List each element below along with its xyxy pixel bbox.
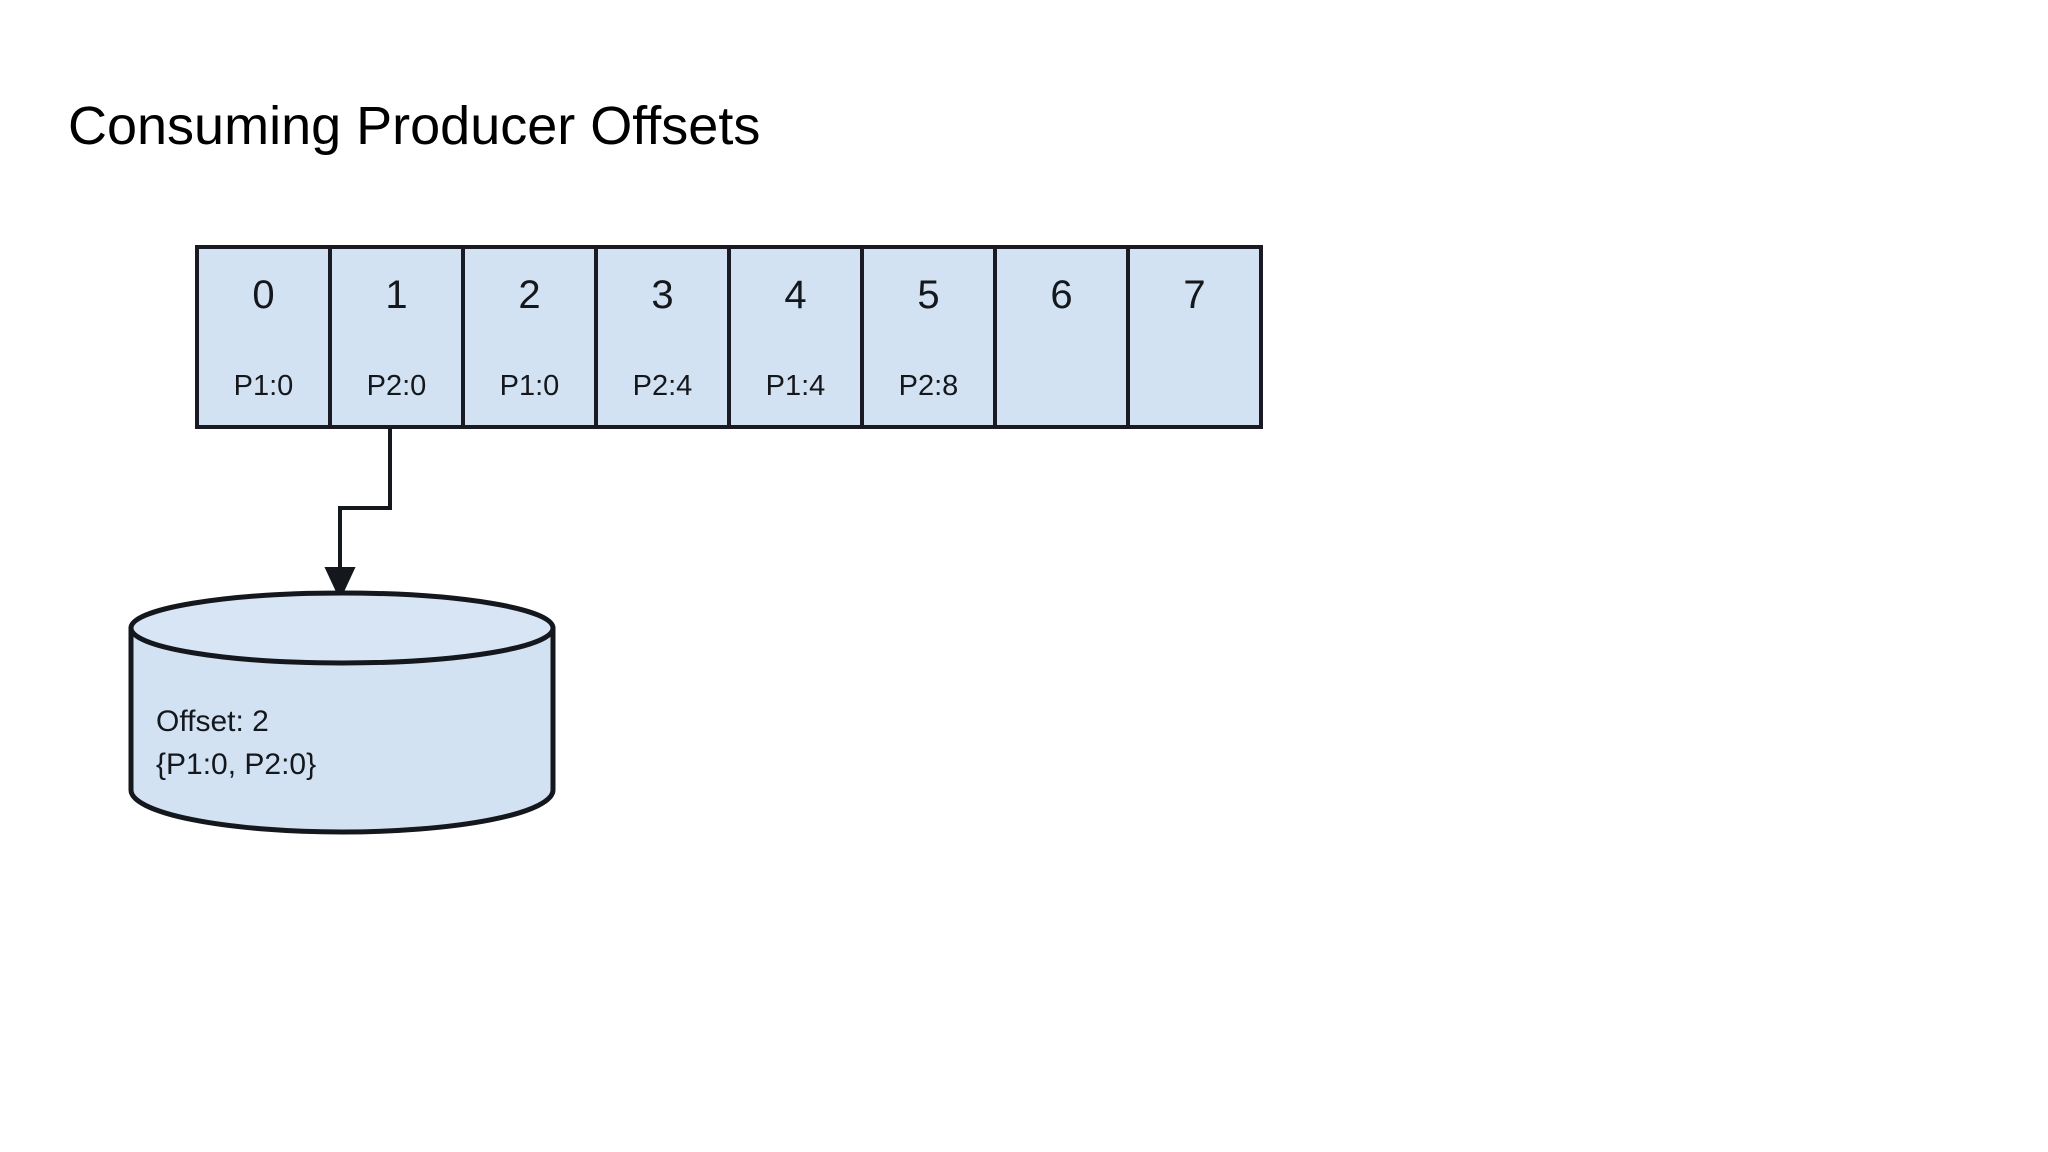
log-cell-offset-label: 6 (1050, 273, 1073, 317)
log-cell-record-label: P2:0 (366, 370, 427, 402)
producer-offset-log: 0 P1:0 1 P2:0 2 P1:0 3 P2:4 4 P1:4 5 P2:… (195, 245, 1263, 429)
log-cell-0: 0 P1:0 (199, 249, 332, 425)
log-cell-5: 5 P2:8 (864, 249, 997, 425)
log-cell-offset-label: 1 (385, 273, 408, 317)
log-cell-record-label: P1:0 (499, 370, 560, 402)
log-cell-record-label: P1:0 (233, 370, 294, 402)
log-cell-2: 2 P1:0 (465, 249, 598, 425)
offset-store-text: Offset: 2 {P1:0, P2:0} (156, 700, 316, 786)
page-title: Consuming Producer Offsets (68, 96, 761, 156)
cylinder-top (128, 590, 556, 666)
log-cell-4: 4 P1:4 (731, 249, 864, 425)
cylinder-body (128, 625, 556, 835)
offset-store-cylinder: Offset: 2 {P1:0, P2:0} (126, 590, 558, 838)
log-cell-record-label: P2:8 (898, 370, 959, 402)
log-cell-offset-label: 2 (518, 273, 541, 317)
offset-store-line-2: {P1:0, P2:0} (156, 748, 317, 781)
log-cell-offset-label: 3 (651, 273, 674, 317)
log-cell-7: 7 (1130, 249, 1263, 425)
arrowhead-icon (324, 567, 356, 601)
offset-store-line-1: Offset: 2 (156, 705, 269, 738)
log-cell-offset-label: 4 (784, 273, 807, 317)
log-cell-6: 6 (997, 249, 1130, 425)
cell-to-offset-store-arrow (300, 420, 460, 620)
log-cell-record-label: P2:4 (632, 370, 693, 402)
log-cell-record-label: P1:4 (765, 370, 826, 402)
connector-path (338, 428, 392, 572)
log-cell-offset-label: 0 (252, 273, 275, 317)
log-cell-offset-label: 5 (917, 273, 940, 317)
log-cell-3: 3 P2:4 (598, 249, 731, 425)
log-cell-1: 1 P2:0 (332, 249, 465, 425)
log-cell-offset-label: 7 (1183, 273, 1206, 317)
